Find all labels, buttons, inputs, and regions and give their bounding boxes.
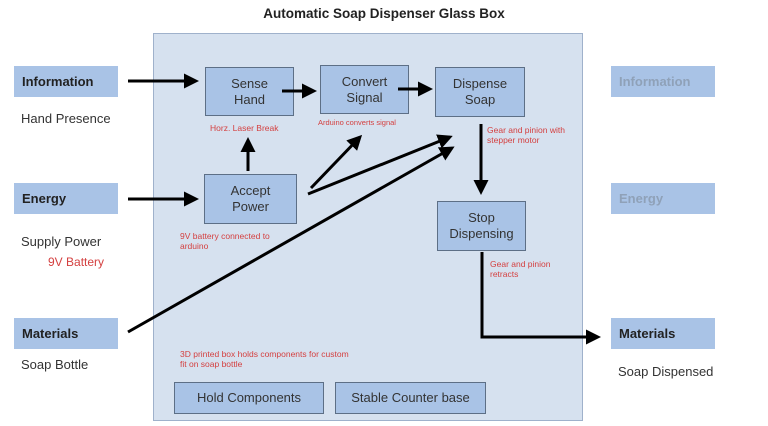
function-stop-dispensing: Stop Dispensing — [437, 201, 526, 251]
note-dispense-soap: Gear and pinion with stepper motor — [487, 125, 565, 145]
arrow-accept-to-dispense — [307, 134, 453, 196]
note-hold-components: 3D printed box holds components for cust… — [180, 349, 349, 369]
function-convert-signal: Convert Signal — [320, 65, 409, 114]
output-energy: Energy — [611, 183, 715, 214]
input-materials-desc: Soap Bottle — [21, 357, 89, 372]
input-energy-desc: Supply Power — [21, 234, 102, 249]
function-accept-power: Accept Power — [204, 174, 297, 224]
note-stop-dispensing: Gear and pinion retracts — [490, 259, 551, 279]
function-sense-hand: Sense Hand — [205, 67, 294, 116]
input-energy-sub: 9V Battery — [48, 255, 105, 269]
diagram-title: Automatic Soap Dispenser Glass Box — [263, 6, 505, 21]
output-materials-desc: Soap Dispensed — [618, 364, 714, 379]
arrow-accept-to-convert — [309, 134, 363, 190]
arrow-materials-to-dispense — [127, 146, 455, 334]
note-convert-signal: Arduino converts signal — [318, 118, 396, 127]
input-energy: Energy — [14, 183, 118, 214]
note-accept-power: 9V battery connected to arduino — [180, 231, 270, 251]
input-materials: Materials — [14, 318, 118, 349]
function-dispense-soap: Dispense Soap — [435, 67, 525, 117]
function-hold-components: Hold Components — [174, 382, 324, 414]
output-information: Information — [611, 66, 715, 97]
input-information-desc: Hand Presence — [21, 111, 111, 126]
function-stable-base: Stable Counter base — [335, 382, 486, 414]
note-sense-hand: Horz. Laser Break — [210, 123, 279, 133]
input-information: Information — [14, 66, 118, 97]
arrow-stop-to-materials — [480, 252, 601, 345]
output-materials: Materials — [611, 318, 715, 349]
